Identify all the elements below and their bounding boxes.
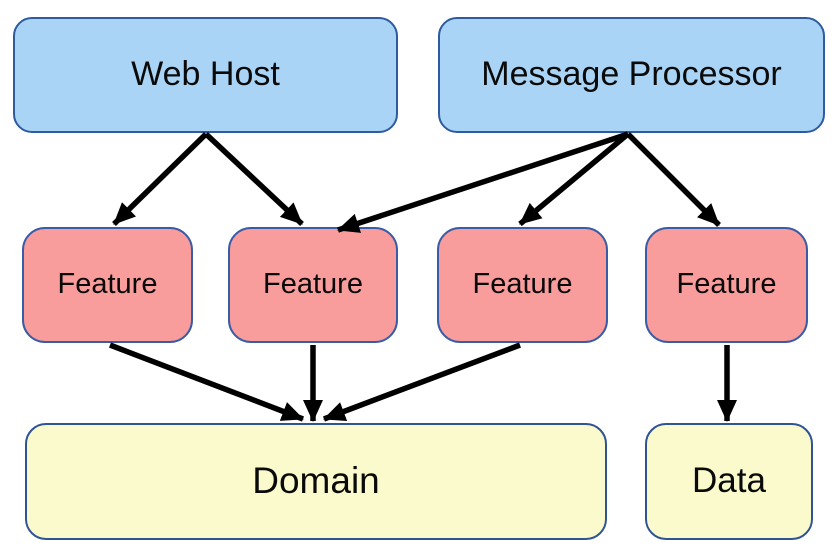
node-label-domain: Domain: [252, 460, 380, 502]
edge-message_processor-to-feature_3: [518, 131, 630, 227]
node-feature-4: Feature: [645, 227, 808, 343]
node-feature-3: Feature: [437, 227, 608, 343]
edge-feature_3-to-domain: [323, 342, 521, 422]
node-label-data: Data: [692, 461, 766, 501]
node-feature-1: Feature: [22, 227, 193, 343]
node-data: Data: [645, 423, 813, 540]
edge-group: [109, 131, 737, 422]
node-label-feature-1: Feature: [57, 268, 158, 301]
node-domain: Domain: [25, 423, 607, 540]
edge-message_processor-to-feature_2: [337, 131, 629, 233]
node-web-host: Web Host: [13, 17, 398, 133]
edge-web_host-to-feature_1: [112, 132, 208, 226]
node-label-feature-4: Feature: [676, 268, 777, 301]
node-label-feature-3: Feature: [472, 268, 573, 301]
edge-feature_1-to-domain: [109, 342, 304, 422]
node-label-feature-2: Feature: [263, 268, 363, 301]
node-label-web-host: Web Host: [131, 55, 280, 94]
node-label-message-processor: Message Processor: [481, 55, 782, 94]
node-feature-2: Feature: [228, 227, 398, 343]
node-message-processor: Message Processor: [438, 17, 825, 133]
edge-message_processor-to-feature_4: [626, 132, 721, 227]
edge-web_host-to-feature_2: [204, 131, 304, 227]
